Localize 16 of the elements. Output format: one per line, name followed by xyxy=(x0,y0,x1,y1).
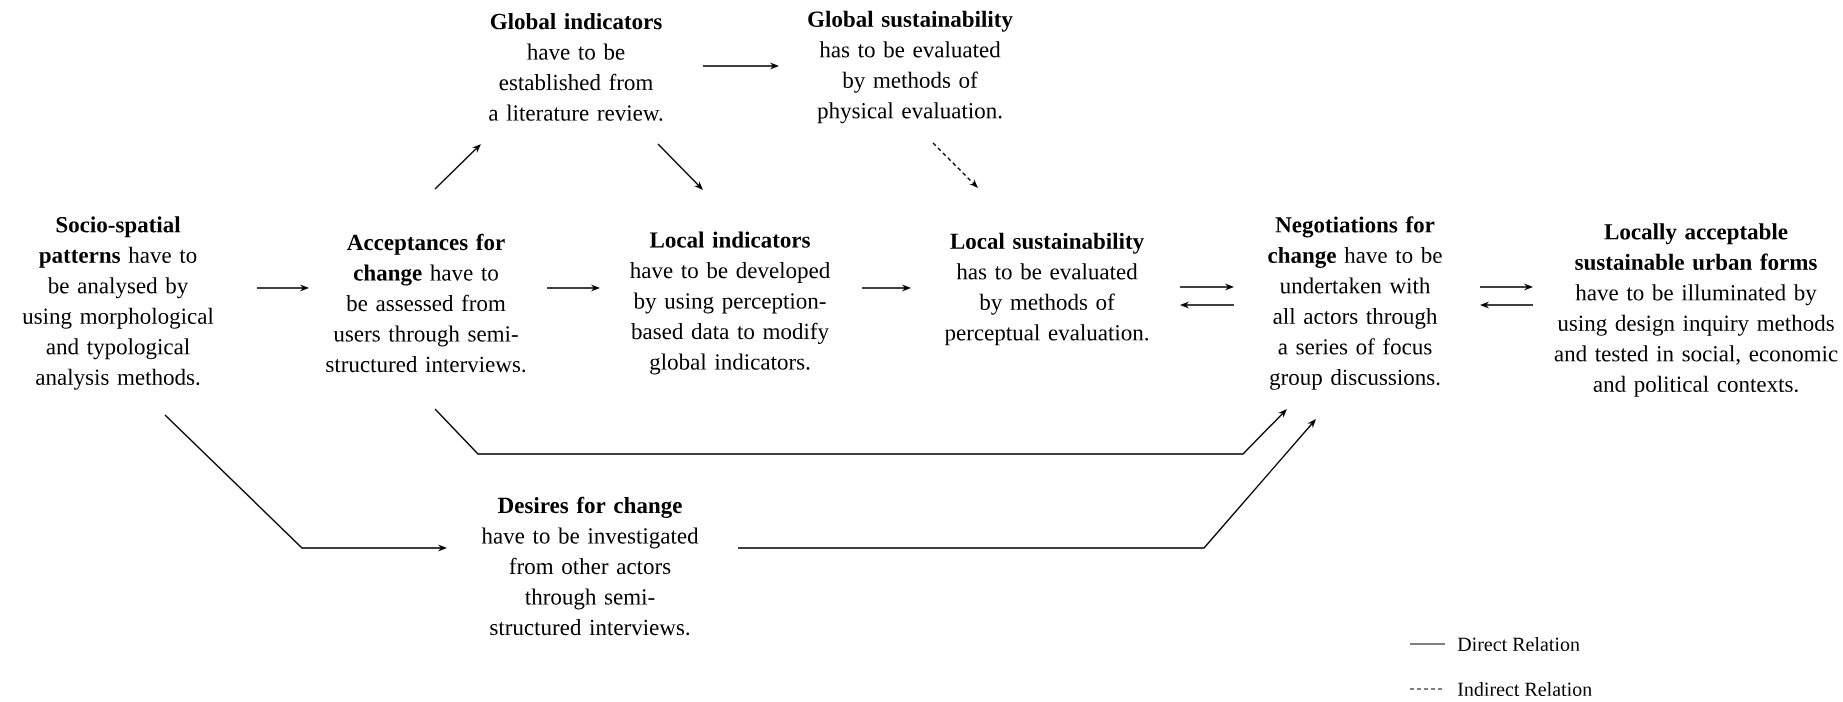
description-text: Local indicators have to be developed by using perception-based data to modify global indicators. xyxy=(629,231,830,375)
legend-label: Direct Relation xyxy=(1457,636,1580,652)
description-text: Negotiations for change have to be undertaken with all actors through a series of focus group discussions. xyxy=(1268,216,1442,390)
arrow xyxy=(434,144,481,190)
description-text: Socio-spatial patterns have to be analysed by using morphological and typological analysis methods. xyxy=(22,216,214,390)
description-text: Locally acceptable sustainable urban forms have to be illuminated by using design inquiry methods and tested in social, economic and political contexts. xyxy=(1554,223,1838,397)
arrow xyxy=(932,142,978,188)
legend-label: Indirect Relation xyxy=(1457,681,1592,697)
description-text: Global indicators have to be established from a literature review. xyxy=(489,13,663,121)
description-text: Global sustainability has to be evaluated by methods of physical evaluation. xyxy=(808,10,1013,124)
arrow xyxy=(737,419,1316,549)
description-text: Acceptances for change have to be assessed from users through semi-structured interviews. xyxy=(326,233,526,373)
description-text: Local sustainability has to be evaluated by methods of perceptual evaluation. xyxy=(944,232,1149,346)
arrow xyxy=(434,408,1287,455)
description-text: Desires for change have to be investigated from other actors through semi-structured interviews. xyxy=(481,496,699,636)
arrow xyxy=(657,143,703,190)
